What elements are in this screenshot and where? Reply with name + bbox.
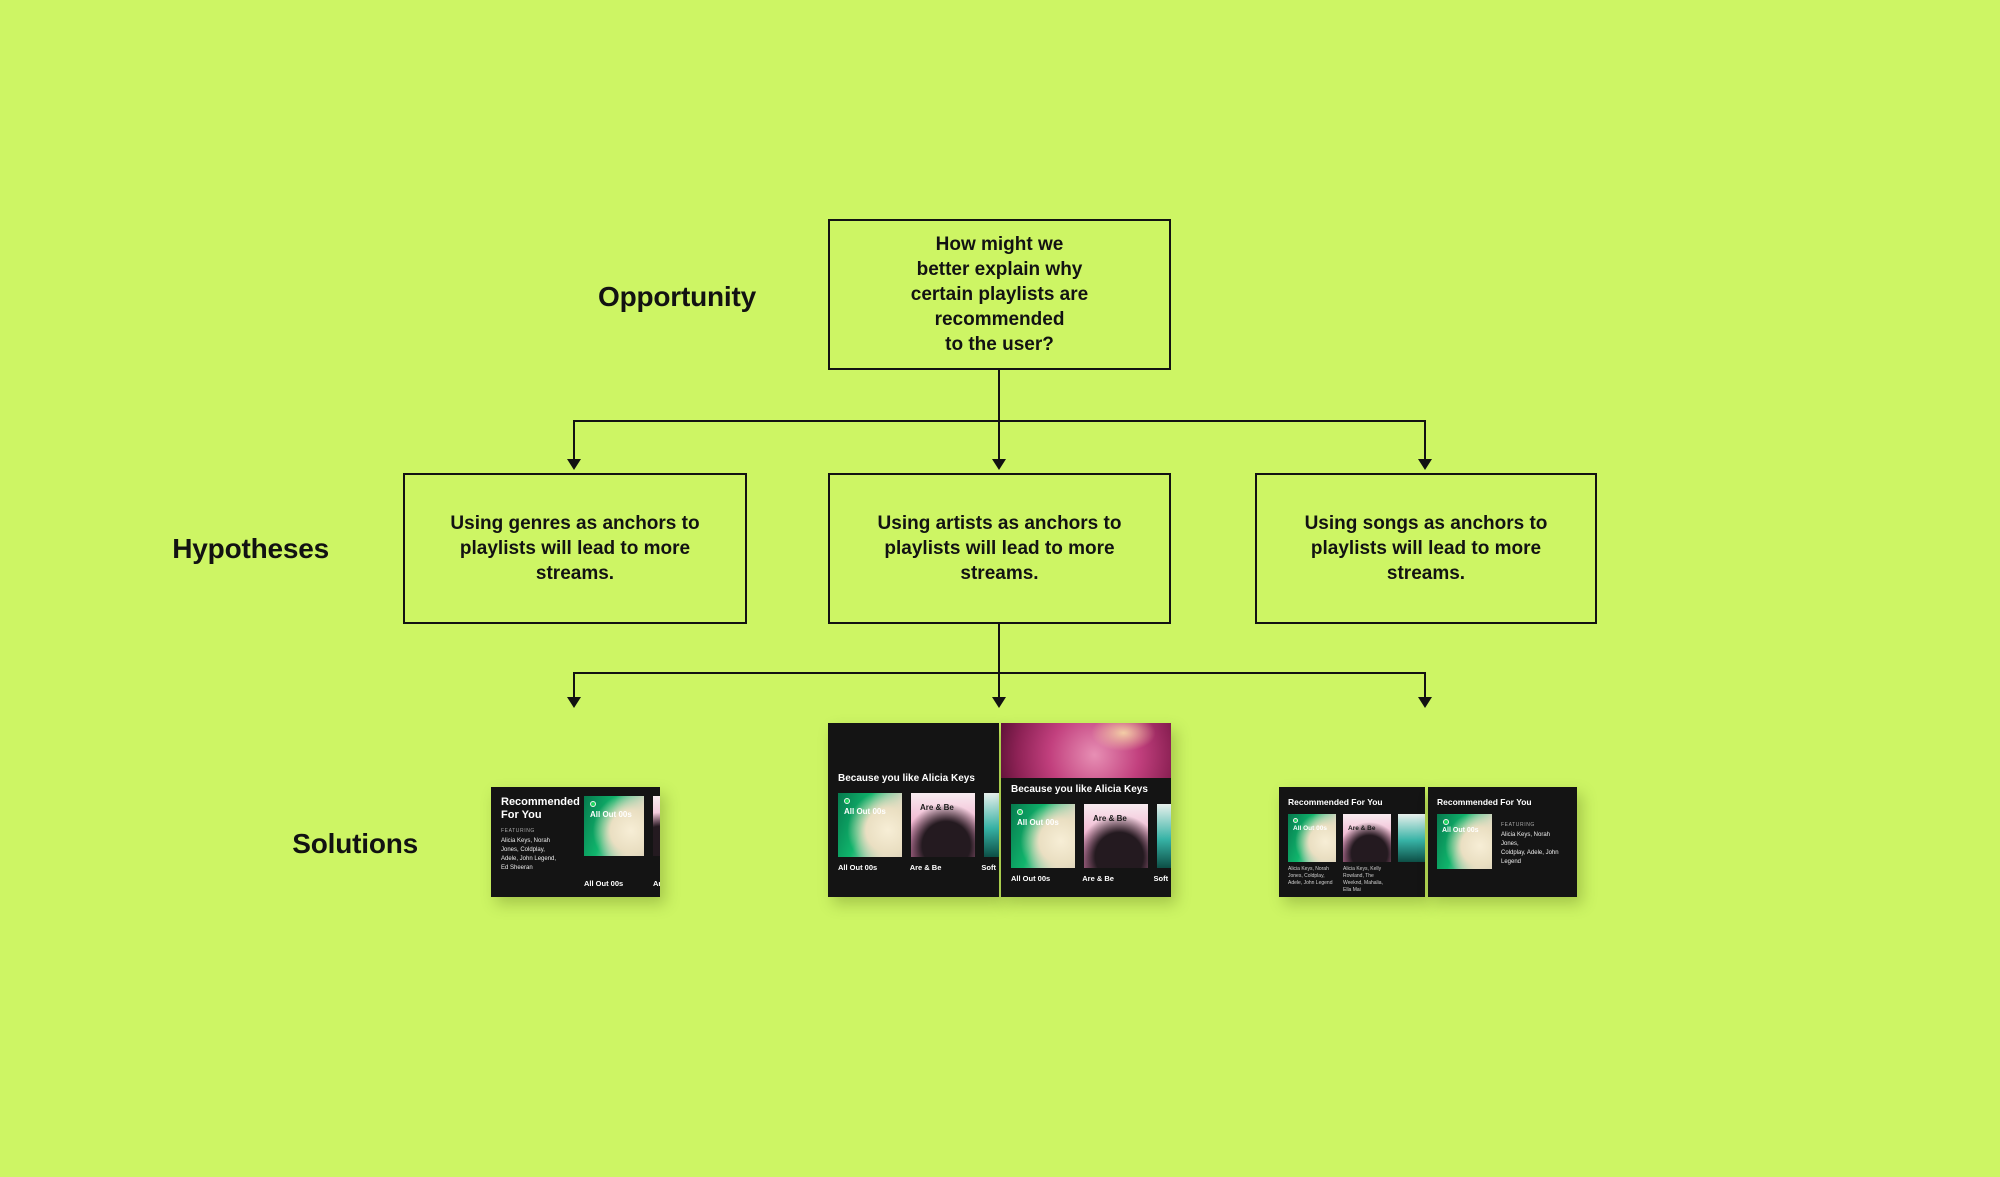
playlist-card-are-and-be: Are & Be (911, 793, 975, 857)
mockup-heading: Recommended For You (501, 796, 580, 821)
mockup-cards-column: All Out 00s All Out 00s Are & (584, 796, 660, 888)
solution-mockup-artists-dark: Because you like Alicia Keys All Out 00s… (828, 723, 999, 897)
row-label-solutions: Solutions (292, 828, 418, 859)
playlist-card-partial (1398, 814, 1425, 862)
playlist-card-title: All Out 00s (1293, 825, 1327, 832)
featured-artists-list: Alicia Keys, Norah Jones, Coldplay, Adel… (501, 837, 557, 871)
playlist-caption: All Out 00s (584, 879, 624, 888)
playlist-card-title: All Out 00s (1442, 827, 1479, 834)
mockup-text-block: Recommended For You FEATURING Alicia Key… (501, 796, 580, 888)
hypothesis-genres-text: Using genres as anchors to playlists wil… (450, 512, 700, 585)
spotify-logo-icon (1443, 819, 1449, 825)
playlist-cards-row: All Out 00s Are & Be (1288, 814, 1425, 862)
playlist-card-all-out-00s: All Out 00s (584, 796, 644, 856)
arrow-to-solution-2-icon (992, 697, 1006, 708)
featuring-label: FEATURING (501, 827, 535, 834)
row-label-opportunity: Opportunity (598, 281, 756, 312)
playlist-captions-row: All Out 00s Are & Be Soft (838, 863, 999, 872)
playlist-captions-row: All Out 00s Are & (584, 879, 660, 888)
mockup-body: Because you like Alicia Keys All Out 00s… (1001, 784, 1171, 883)
playlist-card-title: Are & Be (920, 803, 954, 812)
mockup-title: Recommended For You (1437, 797, 1532, 807)
hypothesis-box-genres: Using genres as anchors to playlists wil… (403, 473, 747, 624)
featuring-label: FEATURING (1501, 822, 1535, 828)
playlist-cards-row: All Out 00s Are & Be (838, 793, 999, 857)
playlist-card-are-and-be: Are & Be (1343, 814, 1391, 862)
playlist-card-title: All Out 00s (1017, 818, 1059, 827)
arrow-to-solution-3-icon (1418, 697, 1432, 708)
spotify-logo-icon (1293, 818, 1298, 823)
spotify-logo-icon (1017, 809, 1023, 815)
arrow-to-hypothesis-1-icon (567, 459, 581, 470)
arrow-to-hypothesis-2-icon (992, 459, 1006, 470)
connector-drop-solution-1 (573, 672, 575, 698)
playlist-caption: Are & Be (1082, 874, 1114, 883)
connector-drop-solution-3 (1424, 672, 1426, 698)
playlist-caption: All Out 00s (1011, 874, 1051, 883)
playlist-captions-row: Alicia Keys, Norah Jones, Coldplay, Adel… (1288, 866, 1425, 894)
playlist-song-artists: Alicia Keys, Kelly Rowland, The Weeknd, … (1343, 866, 1383, 893)
solution-mockup-songs-featuring: Recommended For You All Out 00s FEATURIN… (1428, 787, 1577, 897)
connector-drop-hypothesis-3 (1424, 420, 1426, 460)
playlist-card-partial (984, 793, 999, 857)
connector-hypotheses-rail (574, 420, 1426, 422)
spotify-logo-icon (590, 801, 596, 807)
playlist-card-title: Are & Be (1093, 814, 1127, 823)
alicia-keys-photo (1001, 723, 1171, 778)
playlist-card-all-out-00s: All Out 00s (1437, 814, 1492, 869)
playlist-cards-row: All Out 00s (584, 796, 660, 856)
mockup-body-row: All Out 00s FEATURING Alicia Keys, Norah… (1437, 814, 1568, 869)
playlist-song-artists: Alicia Keys, Norah Jones, Coldplay, Adel… (1288, 866, 1333, 886)
playlist-card-partial (1157, 804, 1171, 868)
connector-solutions-rail (574, 672, 1426, 674)
playlist-card-all-out-00s: All Out 00s (838, 793, 902, 857)
arrow-to-hypothesis-3-icon (1418, 459, 1432, 470)
playlist-card-title: Are & Be (1348, 825, 1376, 832)
hypothesis-songs-text: Using songs as anchors to playlists will… (1304, 512, 1548, 585)
hypothesis-box-artists: Using artists as anchors to playlists wi… (828, 473, 1171, 624)
arrow-to-solution-1-icon (567, 697, 581, 708)
solution-mockup-songs-lists: Recommended For You All Out 00s Are & Be… (1279, 787, 1425, 897)
connector-drop-solution-2 (998, 672, 1000, 698)
spotify-logo-icon (844, 798, 850, 804)
mockup-title: Recommended For You (1288, 797, 1383, 807)
featuring-block: FEATURING Alicia Keys, Norah Jones, Cold… (1501, 814, 1568, 869)
mockup-title: Because you like Alicia Keys (838, 773, 975, 784)
playlist-card-title: All Out 00s (844, 807, 886, 816)
playlist-card-are-and-be: Are & Be (1084, 804, 1148, 868)
playlist-cards-row: All Out 00s Are & Be (1011, 804, 1171, 868)
solution-mockup-genres: Recommended For You FEATURING Alicia Key… (491, 787, 660, 897)
playlist-caption-partial: Soft (1153, 874, 1169, 883)
opportunity-box-text: How might we better explain why certain … (910, 233, 1089, 356)
connector-drop-hypothesis-2 (998, 420, 1000, 460)
connector-drop-hypothesis-1 (573, 420, 575, 460)
playlist-caption: All Out 00s (838, 863, 878, 872)
hypothesis-artists-text: Using artists as anchors to playlists wi… (877, 512, 1122, 585)
hypothesis-box-songs: Using songs as anchors to playlists will… (1255, 473, 1597, 624)
playlist-caption: Are & Be (909, 863, 942, 872)
playlist-card-all-out-00s: All Out 00s (1288, 814, 1336, 862)
playlist-captions-row: All Out 00s Are & Be Soft (1011, 874, 1171, 883)
playlist-caption-partial: Soft (981, 863, 996, 872)
playlist-card-all-out-00s: All Out 00s (1011, 804, 1075, 868)
connector-opportunity-stem (998, 370, 1000, 422)
connector-hypothesis-artists-stem (998, 624, 1000, 674)
mockup-title: Because you like Alicia Keys (1011, 784, 1148, 795)
row-label-hypotheses: Hypotheses (172, 533, 329, 564)
playlist-caption-partial: Are & (653, 879, 660, 888)
featured-artists-list: Alicia Keys, Norah Jones, Coldplay, Adel… (1501, 832, 1559, 865)
playlist-card-title: All Out 00s (590, 810, 632, 819)
solution-mockup-artists-photo: Because you like Alicia Keys All Out 00s… (1001, 723, 1171, 897)
playlist-card-partial (653, 796, 660, 856)
opportunity-box: How might we better explain why certain … (828, 219, 1171, 370)
